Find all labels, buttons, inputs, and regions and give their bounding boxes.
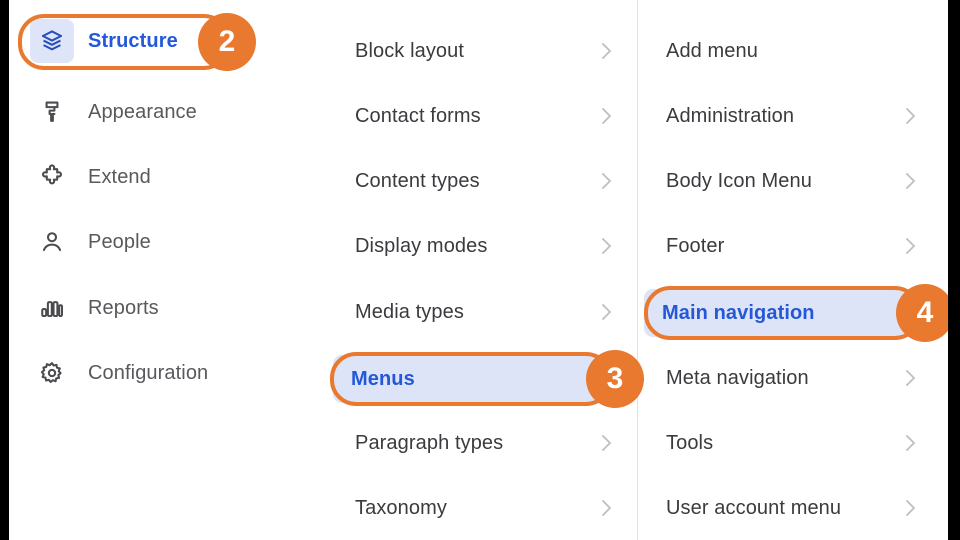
sidebar-item-configuration[interactable]: Configuration xyxy=(22,350,272,396)
chevron-right-icon xyxy=(601,498,613,518)
chevron-right-icon xyxy=(905,236,917,256)
chevron-right-icon xyxy=(905,368,917,388)
menu-item-content-types[interactable]: Content types xyxy=(337,158,629,204)
sidebar-item-label: Structure xyxy=(88,29,178,52)
menu-item-user-account-menu[interactable]: User account menu xyxy=(648,485,933,531)
menu-item-taxonomy[interactable]: Taxonomy xyxy=(337,485,629,531)
menu-item-label: Content types xyxy=(355,169,480,192)
menu-item-label: Administration xyxy=(666,104,795,127)
menu-item-media-types[interactable]: Media types xyxy=(337,289,629,335)
callout-badge-4: 4 xyxy=(896,284,954,342)
menu-item-label: Meta navigation xyxy=(666,366,809,389)
sidebar-item-people[interactable]: People xyxy=(22,219,272,265)
menu-item-label: Display modes xyxy=(355,234,488,257)
puzzle-icon xyxy=(30,155,74,199)
callout-badge-3: 3 xyxy=(586,350,644,408)
callout-badge-2: 2 xyxy=(198,13,256,71)
menu-item-tools[interactable]: Tools xyxy=(648,420,933,466)
chevron-right-icon xyxy=(601,171,613,191)
chevron-right-icon xyxy=(905,171,917,191)
menu-item-block-layout[interactable]: Block layout xyxy=(337,28,629,74)
sidebar-item-reports[interactable]: Reports xyxy=(22,285,272,331)
menu-item-display-modes[interactable]: Display modes xyxy=(337,223,629,269)
menu-item-label: Block layout xyxy=(355,39,465,62)
menu-item-label: Contact forms xyxy=(355,104,481,127)
menu-item-meta-navigation[interactable]: Meta navigation xyxy=(648,355,933,401)
sidebar-item-label: Reports xyxy=(88,296,159,319)
layers-icon xyxy=(30,19,74,63)
menu-item-paragraph-types[interactable]: Paragraph types xyxy=(337,420,629,466)
sidebar-item-appearance[interactable]: Appearance xyxy=(22,89,272,135)
gear-icon xyxy=(30,351,74,395)
chevron-right-icon xyxy=(601,106,613,126)
sidebar-item-label: Configuration xyxy=(88,361,209,384)
menu-item-label: Tools xyxy=(666,431,714,454)
chevron-right-icon xyxy=(601,41,613,61)
menu-item-menus[interactable]: Menus xyxy=(333,355,633,403)
menu-item-label: Main navigation xyxy=(662,301,815,324)
menu-item-main-navigation[interactable]: Main navigation xyxy=(644,289,936,337)
chevron-right-icon xyxy=(601,433,613,453)
menu-item-add-menu[interactable]: Add menu xyxy=(648,28,933,74)
menu-item-label: Add menu xyxy=(666,39,758,62)
letterbox-left xyxy=(0,0,9,540)
menu-item-contact-forms[interactable]: Contact forms xyxy=(337,93,629,139)
sidebar-item-label: Extend xyxy=(88,165,151,188)
menu-item-administration[interactable]: Administration xyxy=(648,93,933,139)
letterbox-right xyxy=(948,0,960,540)
menu-item-body-icon-menu[interactable]: Body Icon Menu xyxy=(648,158,933,204)
person-icon xyxy=(30,220,74,264)
menu-item-label: Taxonomy xyxy=(355,496,447,519)
menu-item-label: Body Icon Menu xyxy=(666,169,812,192)
sidebar-item-label: Appearance xyxy=(88,100,197,123)
menu-item-label: Footer xyxy=(666,234,725,257)
menu-item-label: Paragraph types xyxy=(355,431,504,454)
chevron-right-icon xyxy=(601,302,613,322)
menu-item-label: Media types xyxy=(355,300,464,323)
menus-submenu-panel: Add menu Administration Body Icon Menu F… xyxy=(637,0,949,540)
chevron-right-icon xyxy=(905,106,917,126)
admin-toolbar-panel: Structure Appearance Extend xyxy=(9,0,329,540)
structure-submenu-panel: Block layout Contact forms Content types… xyxy=(329,0,637,540)
chevron-right-icon xyxy=(905,498,917,518)
menu-item-label: Menus xyxy=(351,367,415,390)
sidebar-item-label: People xyxy=(88,230,151,253)
menu-item-label: User account menu xyxy=(666,496,842,519)
chevron-right-icon xyxy=(601,236,613,256)
sidebar-item-structure[interactable]: Structure xyxy=(22,18,272,64)
chevron-right-icon xyxy=(905,433,917,453)
menu-item-footer[interactable]: Footer xyxy=(648,223,933,269)
bar-chart-icon xyxy=(30,286,74,330)
sidebar-item-extend[interactable]: Extend xyxy=(22,154,272,200)
brush-icon xyxy=(30,90,74,134)
